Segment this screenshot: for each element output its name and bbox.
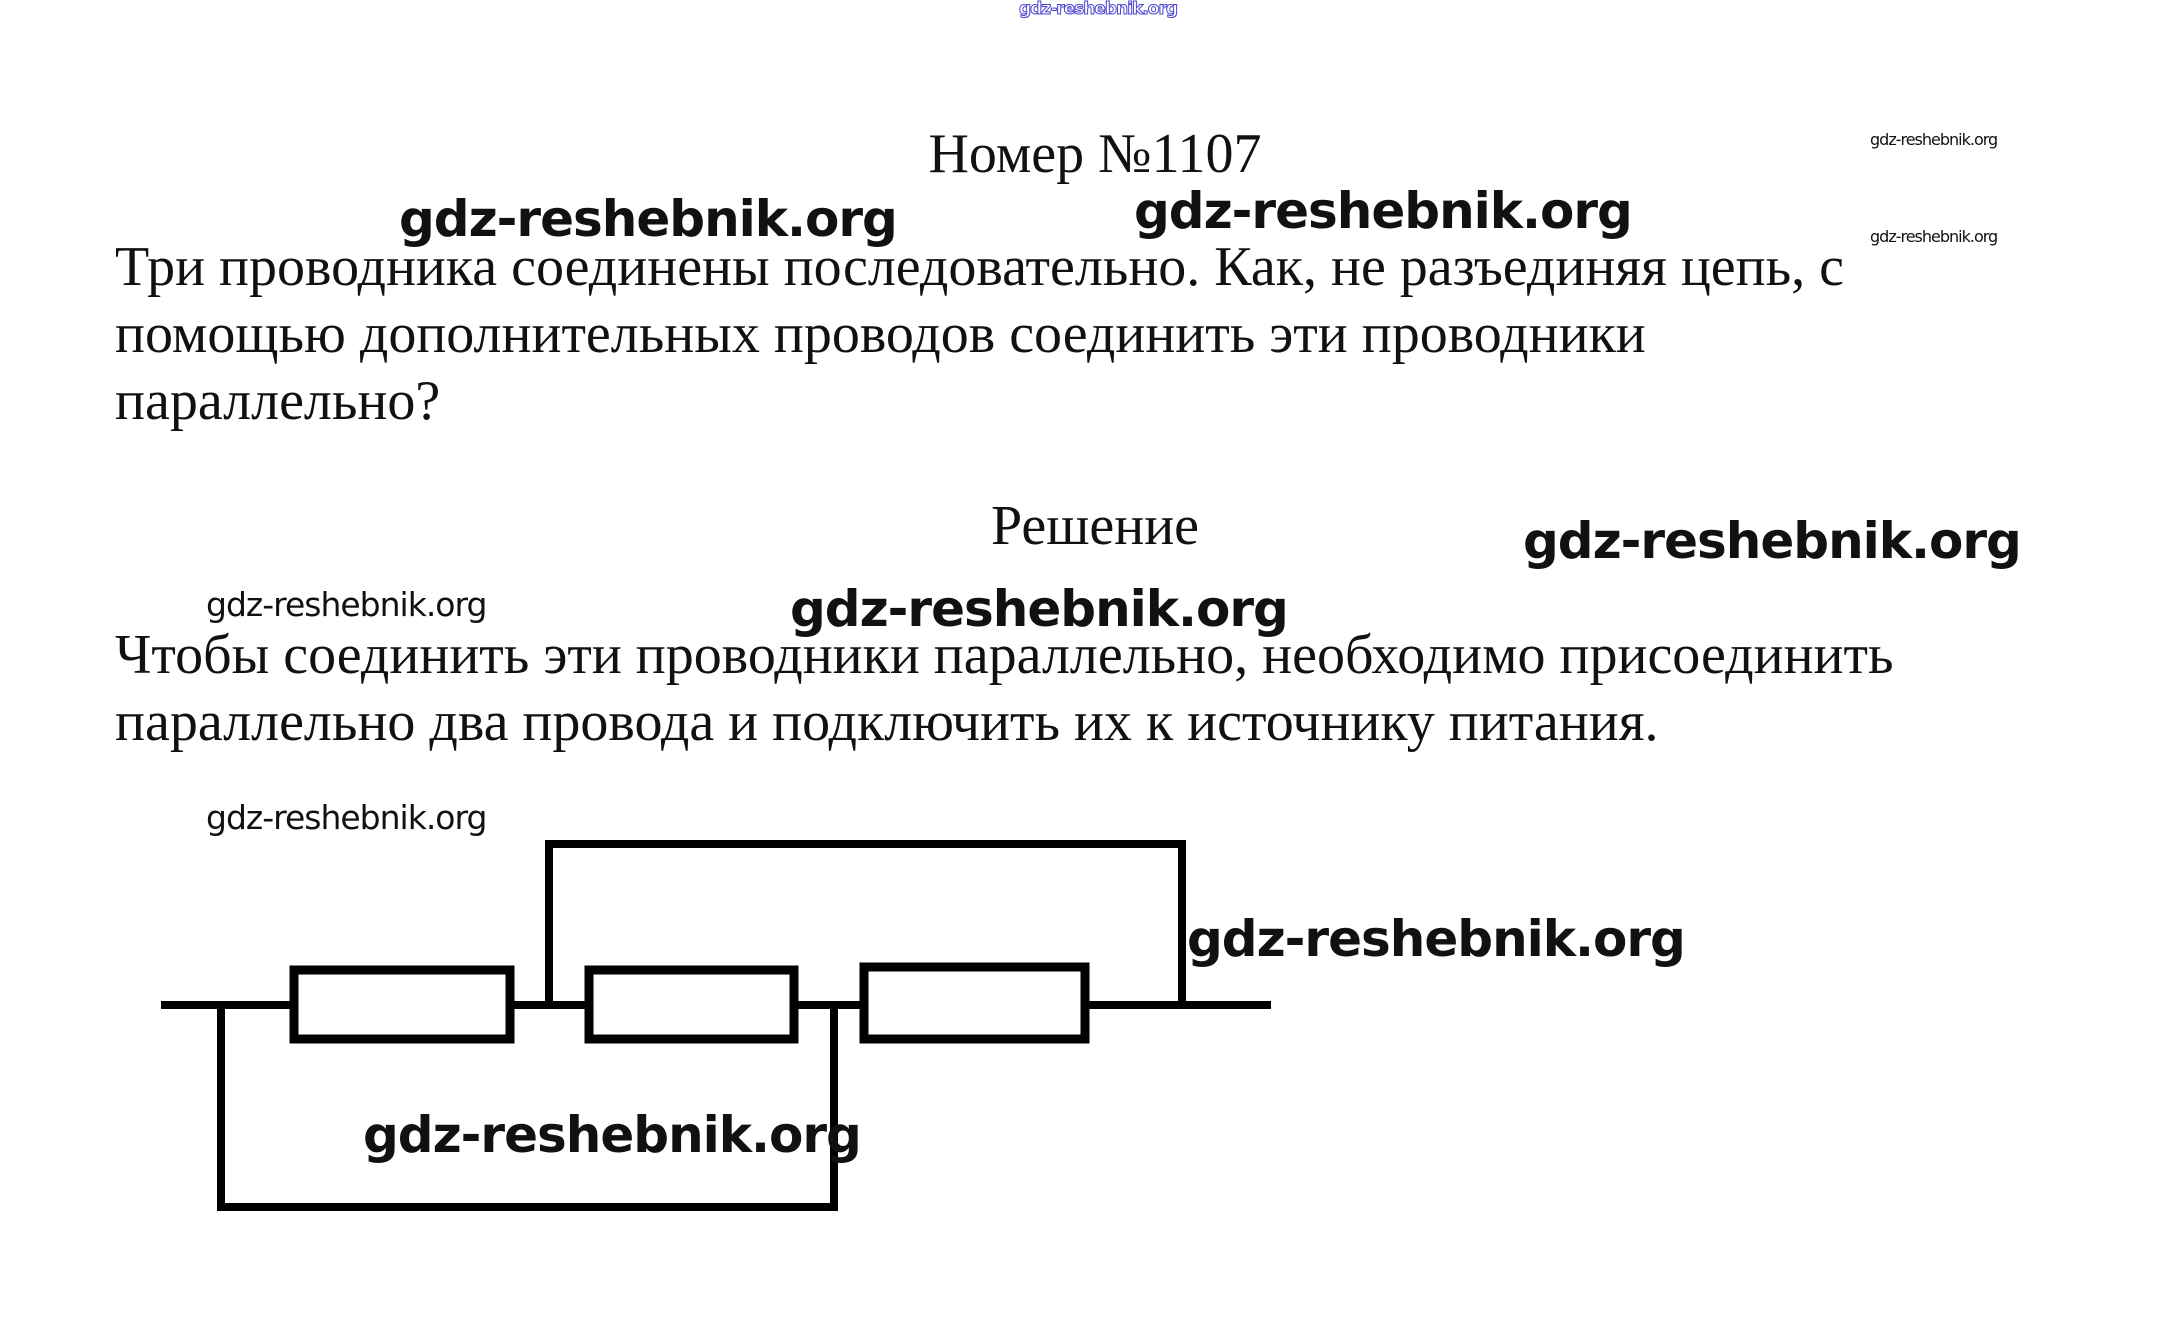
watermark: gdz-reshebnik.org: [1187, 910, 1686, 968]
bottom-jumper-wire: [217, 1001, 838, 1211]
watermark: gdz-reshebnik.org: [1523, 512, 2022, 570]
problem-line: параллельно?: [115, 370, 441, 432]
watermark: gdz-reshebnik.org: [790, 580, 1289, 638]
watermark: gdz-reshebnik.org: [206, 798, 487, 837]
watermark-top: gdz-reshebnik.org: [1018, 0, 1178, 20]
resistor-1: [289, 965, 515, 1044]
watermark: gdz-reshebnik.org: [1870, 130, 1998, 149]
top-jumper-wire: [545, 840, 1186, 1009]
watermark: gdz-reshebnik.org: [363, 1106, 862, 1164]
resistor-3: [859, 962, 1090, 1044]
answer-line: параллельно два провода и подключить их …: [115, 691, 1659, 753]
resistor-2: [584, 965, 799, 1044]
watermark: gdz-reshebnik.org: [399, 190, 898, 248]
watermark: gdz-reshebnik.org: [1134, 182, 1633, 240]
watermark: gdz-reshebnik.org: [1870, 227, 1998, 246]
answer-text: Чтобы соединить эти проводники параллель…: [115, 622, 2115, 756]
page-title: Номер №1107: [928, 123, 1262, 185]
solution-heading: Решение: [990, 495, 1200, 557]
watermark: gdz-reshebnik.org: [206, 585, 487, 624]
problem-line: Три проводника соединены последовательно…: [115, 236, 1845, 298]
answer-line: Чтобы соединить эти проводники параллель…: [115, 624, 1894, 686]
problem-line: помощью дополнительных проводов соединит…: [115, 303, 1646, 365]
problem-text: Три проводника соединены последовательно…: [115, 234, 2115, 435]
